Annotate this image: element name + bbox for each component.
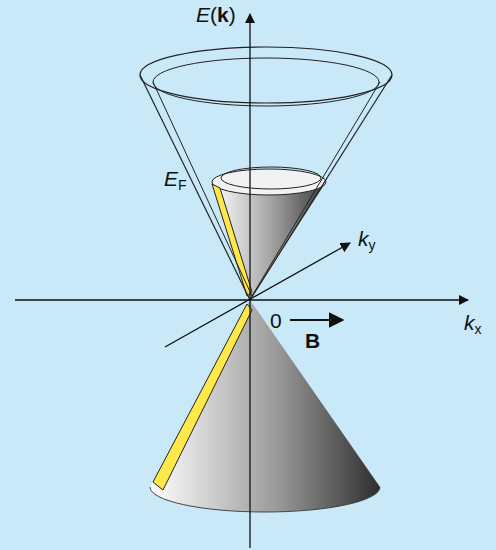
field-label: B	[305, 330, 320, 351]
fermi-level-label: EF	[164, 168, 187, 192]
energy-axis-label: E(k)	[196, 4, 236, 25]
origin-label: 0	[270, 310, 282, 331]
kx-axis-label: kx	[464, 312, 482, 336]
ky-axis-label: ky	[358, 228, 376, 252]
